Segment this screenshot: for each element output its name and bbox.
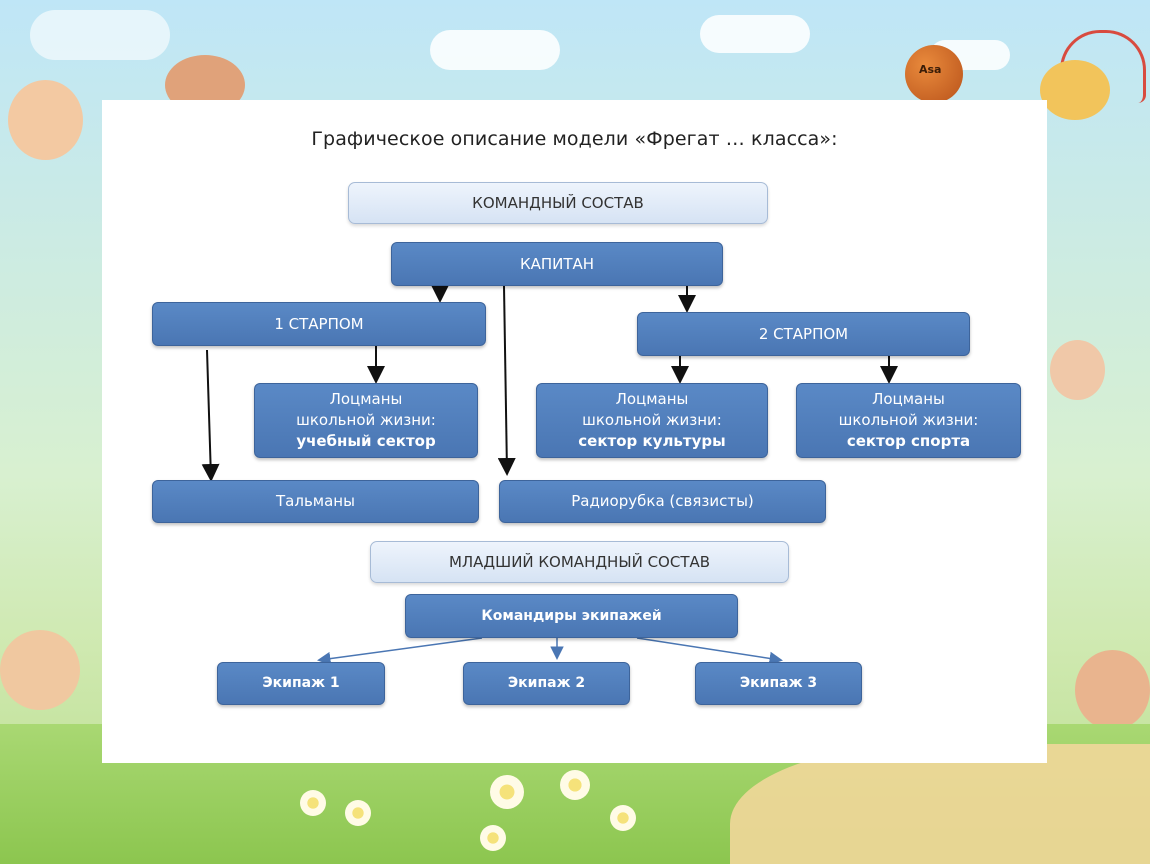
- node-crew-2-label: Экипаж 2: [507, 675, 586, 691]
- arrow-captain-to-radio: [497, 285, 516, 476]
- arrow-commanders-to-crew-1: [317, 637, 483, 666]
- arrow-first-mate-to-talmen: [201, 349, 220, 482]
- pilots-sport-line3: сектор спорта: [846, 432, 971, 450]
- node-crew-1: Экипаж 1: [217, 662, 385, 705]
- pilots-culture-line3: сектор культуры: [578, 432, 726, 450]
- header-command-staff: КОМАНДНЫЙ СОСТАВ: [348, 182, 768, 224]
- node-captain-label: КАПИТАН: [519, 254, 595, 273]
- node-captain: КАПИТАН: [391, 242, 723, 286]
- node-crew-commanders-label: Командиры экипажей: [481, 607, 662, 624]
- node-pilots-study: Лоцманы школьной жизни: учебный сектор: [254, 383, 478, 458]
- node-crew-3: Экипаж 3: [695, 662, 862, 705]
- slide-title: Графическое описание модели «Фрегат … кл…: [311, 128, 838, 150]
- basketball-icon: Asa: [905, 45, 963, 103]
- node-radio: Радиорубка (связисты): [499, 480, 826, 523]
- pilots-sport-line2: школьной жизни:: [838, 411, 979, 429]
- pilots-culture-line2: школьной жизни:: [582, 411, 722, 429]
- cloud: [430, 30, 560, 70]
- pilots-study-line3: учебный сектор: [296, 432, 436, 450]
- node-pilots-culture: Лоцманы школьной жизни: сектор культуры: [536, 383, 768, 458]
- node-pilots-sport: Лоцманы школьной жизни: сектор спорта: [796, 383, 1021, 458]
- header-junior-staff: МЛАДШИЙ КОМАНДНЫЙ СОСТАВ: [370, 541, 789, 583]
- node-second-mate: 2 СТАРПОМ: [637, 312, 970, 356]
- child-figure: [8, 80, 83, 160]
- node-talmen: Тальманы: [152, 480, 479, 523]
- slide-panel: Графическое описание модели «Фрегат … кл…: [102, 100, 1047, 763]
- node-crew-1-label: Экипаж 1: [262, 675, 340, 691]
- node-crew-3-label: Экипаж 3: [739, 675, 818, 691]
- node-first-mate: 1 СТАРПОМ: [152, 302, 486, 346]
- node-radio-label: Радиорубка (связисты): [571, 492, 754, 510]
- flower-icon: [300, 790, 326, 816]
- cloud: [700, 15, 810, 53]
- flower-icon: [560, 770, 590, 800]
- node-crew-commanders: Командиры экипажей: [405, 594, 738, 638]
- pilots-sport-line1: Лоцманы: [872, 390, 945, 408]
- node-second-mate-label: 2 СТАРПОМ: [758, 324, 849, 343]
- pilots-study-line1: Лоцманы: [329, 390, 403, 408]
- node-first-mate-label: 1 СТАРПОМ: [274, 314, 364, 333]
- node-crew-2: Экипаж 2: [463, 662, 630, 705]
- child-figure: [1050, 340, 1105, 400]
- node-talmen-label: Тальманы: [276, 492, 355, 510]
- flower-icon: [610, 805, 636, 831]
- flower-icon: [480, 825, 506, 851]
- child-figure: [0, 630, 80, 710]
- header-junior-staff-label: МЛАДШИЙ КОМАНДНЫЙ СОСТАВ: [448, 553, 711, 571]
- pilots-culture-line1: Лоцманы: [615, 390, 689, 408]
- sand-path: [730, 744, 1150, 864]
- child-figure: [1040, 60, 1110, 120]
- cloud: [30, 10, 170, 60]
- flower-icon: [345, 800, 371, 826]
- arrow-commanders-to-crew-3: [636, 637, 783, 666]
- child-figure: [1075, 650, 1150, 730]
- pilots-study-line2: школьной жизни:: [296, 411, 436, 429]
- flower-icon: [490, 775, 524, 809]
- header-command-staff-label: КОМАНДНЫЙ СОСТАВ: [472, 194, 644, 212]
